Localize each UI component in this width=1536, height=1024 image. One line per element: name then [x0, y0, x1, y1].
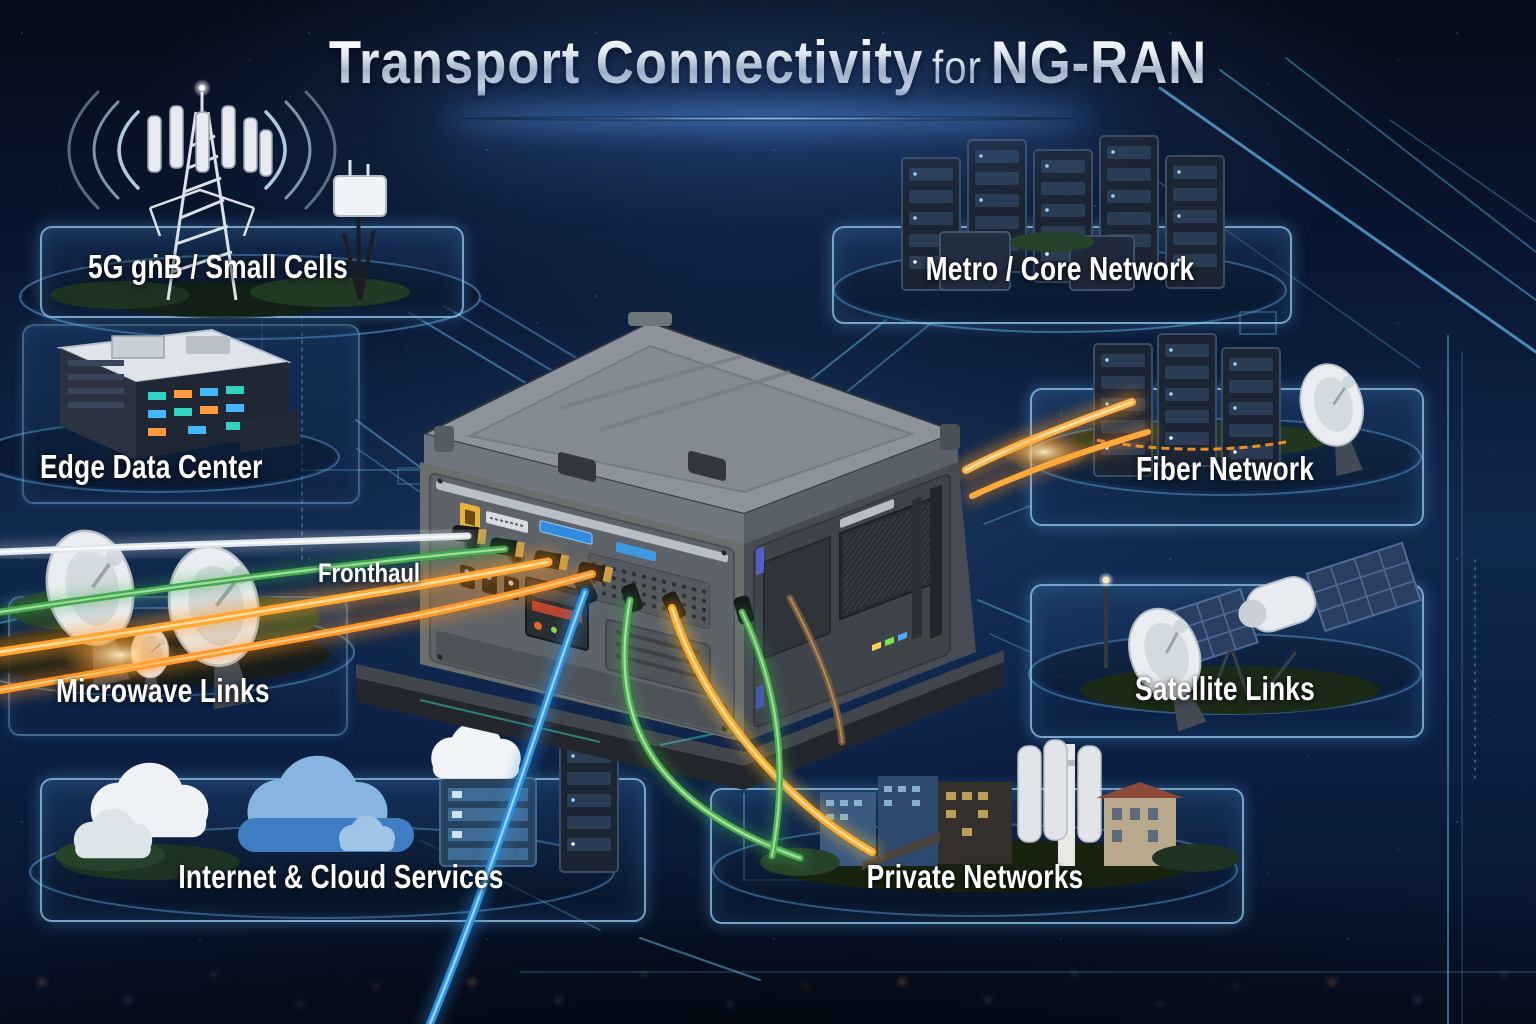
cable-brown	[786, 594, 846, 746]
data-center-building-icon	[56, 328, 300, 460]
server-racks-icon	[901, 135, 1225, 291]
radio-waves-icon	[67, 90, 337, 210]
title-connector: for	[932, 41, 982, 93]
cable-orange-sweep	[0, 549, 603, 701]
satellite-icon	[1080, 541, 1422, 740]
cable-orange-bottom	[663, 599, 881, 861]
cable-white	[0, 528, 476, 560]
title-highlight: NG-RAN	[990, 29, 1208, 96]
fiber-streaks-orange	[955, 391, 1157, 505]
horizon-flare	[458, 116, 1078, 121]
cable-blue	[421, 583, 594, 1024]
label-microwave-links: Microwave Links	[56, 672, 270, 709]
cable-green-bottom	[616, 592, 808, 866]
label-internet-cloud-services: Internet & Cloud Services	[178, 858, 504, 895]
label-edge-data-center: Edge Data Center	[40, 448, 263, 485]
base-slab	[356, 650, 1004, 790]
label-metro-core-network: Metro / Core Network	[925, 250, 1195, 287]
cable-green	[0, 541, 513, 620]
cable-green-right	[735, 605, 787, 863]
city-bokeh-lights	[0, 934, 1536, 1024]
street-light-icon	[1098, 572, 1114, 668]
label-private-networks: Private Networks	[866, 858, 1084, 895]
title-main: Transport Connectivity	[328, 29, 924, 96]
label-satellite-links: Satellite Links	[1135, 670, 1315, 707]
label-5g-gnb-small-cells: 5G gṅB / Small Cells	[88, 248, 348, 285]
cell-tower-icon	[50, 79, 410, 318]
label-fiber-network: Fiber Network	[1135, 450, 1315, 487]
cable-bundle	[0, 524, 881, 1024]
small-cell-icon	[333, 160, 387, 301]
device-side-panel	[753, 474, 951, 728]
fronthaul-label: Fronthaul	[318, 558, 421, 588]
